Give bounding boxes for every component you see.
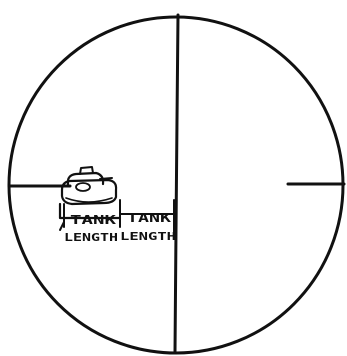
tank-sketch-icon	[60, 167, 120, 218]
scale-label-2-line1: TANK	[127, 211, 172, 225]
scale-label-1-line1: TANK	[70, 213, 117, 227]
scale-label-1-line2: LENGTH	[64, 231, 118, 244]
scale-label-2-line2: LENGTH	[120, 230, 176, 243]
reticle-vertical-line	[175, 15, 178, 352]
